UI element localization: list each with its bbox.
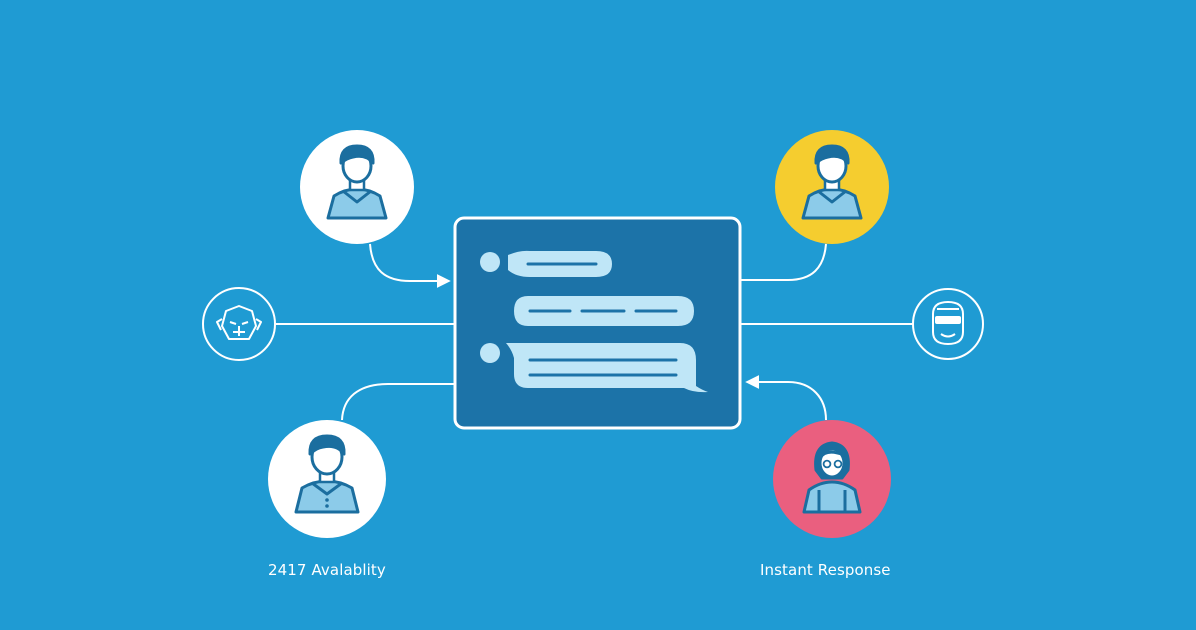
avatar-bottom-right: [773, 420, 891, 538]
chat-bubbles-icon: [480, 250, 708, 393]
connector-bottom-right: [745, 375, 827, 421]
avatar-bottom-left: [268, 420, 386, 538]
caption-availability: 2417 Avalablity: [268, 561, 386, 579]
connector-bottom-left: [341, 383, 455, 421]
robot-icon: [216, 305, 262, 340]
person-icon: [326, 144, 388, 220]
robot-node-left: [202, 287, 276, 361]
avatar-top-left: [300, 130, 414, 244]
connector-top-left: [369, 243, 451, 288]
robot-node-right: [912, 288, 984, 360]
caption-instant-response: Instant Response: [760, 561, 891, 579]
connector-lines: [276, 243, 913, 421]
avatar-top-right: [775, 130, 889, 244]
person-woman-icon: [802, 441, 862, 514]
person-icon: [294, 434, 360, 514]
chat-panel: [453, 216, 742, 430]
connector-top-right: [740, 243, 827, 281]
person-icon: [801, 144, 863, 220]
robot-icon: [932, 301, 964, 345]
